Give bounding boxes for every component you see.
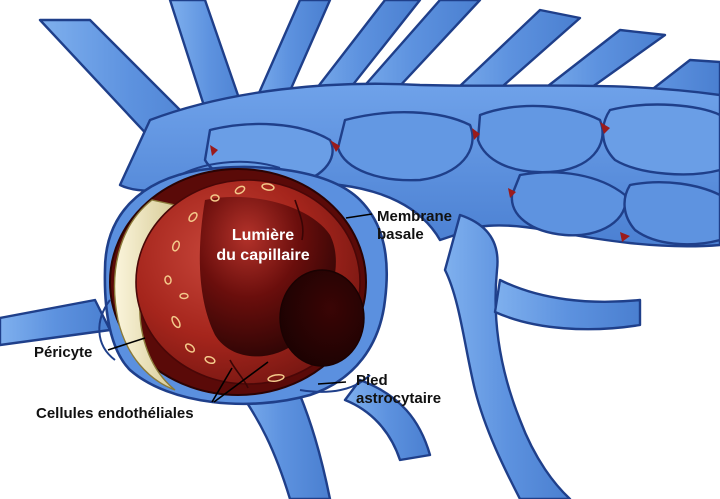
label-astrocyte-foot: Pied astrocytaire	[356, 372, 441, 408]
label-pericyte-text: Péricyte	[34, 344, 92, 362]
label-lumen-line2: du capillaire	[208, 246, 318, 266]
label-lumen-line1: Lumière	[208, 226, 318, 246]
label-endothelial-text: Cellules endothéliales	[36, 405, 194, 423]
label-membrane-line2: basale	[377, 226, 452, 244]
label-foot-line2: astrocytaire	[356, 390, 441, 408]
endothelial-nucleus	[280, 270, 364, 366]
label-foot-line1: Pied	[356, 372, 441, 390]
label-basal-membrane: Membrane basale	[377, 208, 452, 244]
label-membrane-line1: Membrane	[377, 208, 452, 226]
label-lumen: Lumière du capillaire	[208, 226, 318, 266]
capillary	[110, 169, 366, 395]
label-endothelial-cells: Cellules endothéliales	[36, 405, 194, 423]
label-pericyte: Péricyte	[34, 344, 92, 362]
